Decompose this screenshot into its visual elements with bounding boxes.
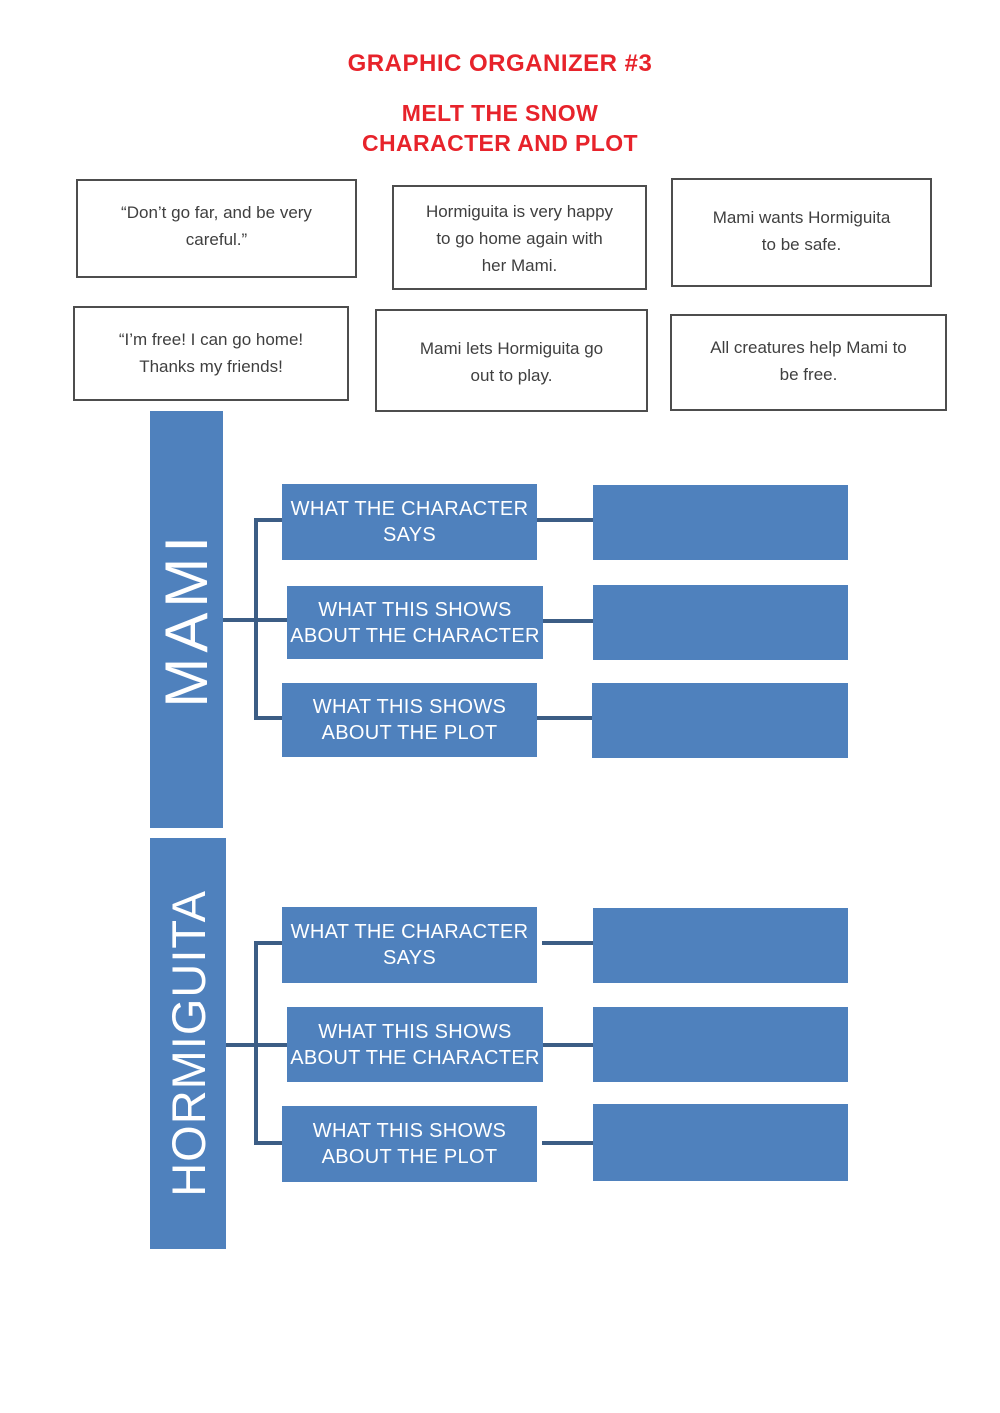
subtitle-line-2: CHARACTER AND PLOT	[362, 130, 638, 156]
connector-stub	[254, 716, 282, 720]
label-text: SAYS	[382, 947, 437, 969]
connector-stub	[254, 941, 282, 945]
page-title: GRAPHIC ORGANIZER #3	[347, 50, 653, 77]
label-box-hormiguita-shows-character: WHAT THIS SHOWS ABOUT THE CHARACTER	[287, 1007, 543, 1082]
label-text: WHAT THIS SHOWS	[318, 598, 512, 621]
quote-card-text: be free.	[779, 365, 838, 384]
answer-box-mami-shows-character[interactable]	[593, 585, 848, 660]
label-text: ABOUT THE CHARACTER	[290, 1046, 540, 1069]
quote-card-text: Mami lets Hormiguita go	[419, 339, 604, 358]
connector-stub	[226, 1043, 287, 1047]
quote-card-im-free[interactable]: “I’m free! I can go home! Thanks my frie…	[73, 306, 349, 401]
quote-card-text: Mami wants Hormiguita	[712, 208, 891, 227]
label-box-mami-shows-plot: WHAT THIS SHOWS ABOUT THE PLOT	[282, 683, 537, 757]
quote-card-text: “Don’t go far, and be very	[121, 203, 312, 222]
label-text: WHAT THE CHARACTER	[290, 498, 529, 520]
label-text: SAYS	[382, 524, 437, 546]
connector-stub	[542, 1141, 593, 1145]
quote-card-dont-go-far[interactable]: “Don’t go far, and be very careful.”	[76, 179, 357, 278]
label-text: ABOUT THE CHARACTER	[290, 624, 540, 647]
quote-card-text: Thanks my friends!	[139, 357, 283, 376]
connector-stub	[254, 1141, 282, 1145]
label-box-hormiguita-shows-plot: WHAT THIS SHOWS ABOUT THE PLOT	[282, 1106, 537, 1182]
quote-card-hormiguita-happy[interactable]: Hormiguita is very happy to go home agai…	[392, 185, 647, 290]
label-box-mami-says: WHAT THE CHARACTER SAYS	[282, 484, 537, 560]
answer-box-mami-shows-plot[interactable]	[592, 683, 848, 758]
character-bar-hormiguita-label: HORMIGUITA	[161, 890, 215, 1197]
connector-stub	[254, 518, 282, 522]
answer-box-hormiguita-shows-character[interactable]	[593, 1007, 848, 1082]
answer-box-hormiguita-shows-plot[interactable]	[593, 1104, 848, 1181]
quote-card-text: to be safe.	[761, 235, 842, 254]
character-bar-mami-label: MAMI	[153, 531, 220, 708]
answer-box-hormiguita-says[interactable]	[593, 908, 848, 983]
connector-stub	[537, 1043, 593, 1047]
quote-card-text: her Mami.	[481, 256, 558, 275]
character-bar-mami: MAMI	[150, 411, 223, 828]
answer-box-mami-says[interactable]	[593, 485, 848, 560]
quote-card-creatures-help[interactable]: All creatures help Mami to be free.	[670, 314, 947, 411]
connector-stub	[543, 619, 593, 623]
subtitle-line-1: MELT THE SNOW	[401, 100, 599, 126]
connector-stub	[537, 518, 593, 522]
quote-card-text: Hormiguita is very happy	[425, 202, 614, 221]
quote-card-text: All creatures help Mami to	[710, 338, 907, 357]
label-text: WHAT THE CHARACTER	[290, 921, 529, 943]
quote-card-text: to go home again with	[436, 229, 603, 248]
character-bar-hormiguita: HORMIGUITA	[150, 838, 226, 1249]
connector-stub	[223, 618, 287, 622]
label-box-hormiguita-says: WHAT THE CHARACTER SAYS	[282, 907, 537, 983]
label-text: WHAT THIS SHOWS	[312, 1120, 507, 1142]
quote-card-mami-wants-safe[interactable]: Mami wants Hormiguita to be safe.	[671, 178, 932, 287]
quote-card-mami-lets-play[interactable]: Mami lets Hormiguita go out to play.	[375, 309, 648, 412]
connector-stub	[537, 716, 592, 720]
label-box-mami-shows-character: WHAT THIS SHOWS ABOUT THE CHARACTER	[287, 586, 543, 659]
quote-card-text: “I’m free! I can go home!	[118, 330, 304, 349]
label-text: WHAT THIS SHOWS	[312, 696, 507, 718]
page-subtitle: MELT THE SNOW CHARACTER AND PLOT	[0, 98, 1000, 158]
label-text: ABOUT THE PLOT	[321, 1146, 498, 1168]
quote-card-text: careful.”	[185, 230, 248, 249]
label-text: ABOUT THE PLOT	[321, 722, 498, 744]
label-text: WHAT THIS SHOWS	[318, 1020, 512, 1043]
quote-card-text: out to play.	[470, 366, 553, 385]
connector-stub	[542, 941, 593, 945]
